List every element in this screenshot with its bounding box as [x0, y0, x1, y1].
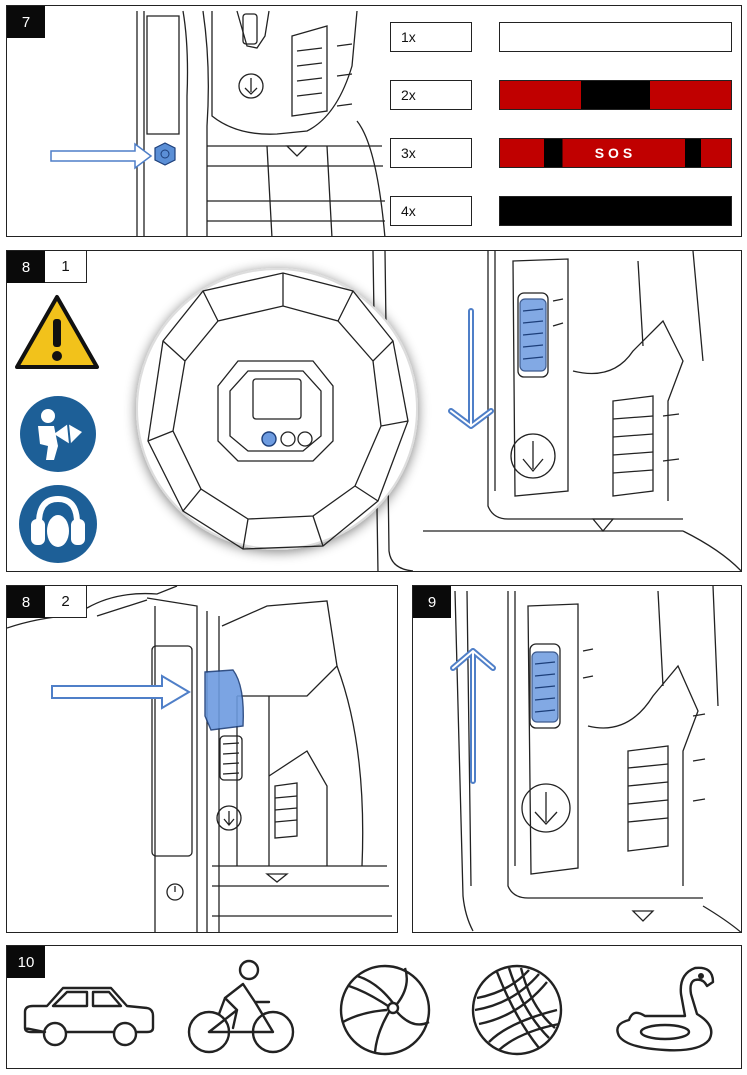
beach-ball-icon [339, 964, 431, 1056]
mode-count-2: 2x [390, 80, 472, 110]
light-pattern-off [499, 196, 732, 226]
battery-highlight [204, 669, 244, 731]
device-side-illustration [50, 10, 386, 236]
mode-count-3: 3x [390, 138, 472, 168]
sub-step-number: 2 [45, 586, 87, 618]
light-pattern-flash [499, 80, 732, 110]
panel-step-8-2: 8 2 [6, 585, 398, 933]
step-number: 10 [7, 946, 45, 978]
ear-protection-icon [19, 485, 97, 563]
mode-count-4: 4x [390, 196, 472, 226]
cyclist-icon [187, 959, 295, 1054]
read-manual-icon [20, 396, 96, 472]
sos-label: SOS [594, 145, 637, 161]
push-arrow [51, 674, 191, 710]
device-detail-illustration [136, 251, 741, 571]
car-icon [23, 986, 155, 1047]
swan-float-icon [616, 966, 715, 1052]
step-number: 9 [413, 586, 451, 618]
sub-step-number: 1 [45, 251, 87, 283]
warning-icon [15, 295, 99, 369]
device-battery-illustration [7, 586, 392, 932]
step-number: 8 [7, 586, 45, 618]
volleyball-icon [471, 964, 563, 1056]
panel-step-10: 10 [6, 945, 742, 1069]
pointer-arrow [50, 142, 153, 170]
step-number: 7 [7, 6, 45, 38]
panel-step-9: 9 [412, 585, 742, 933]
step-number: 8 [7, 251, 45, 283]
light-pattern-steady [499, 22, 732, 52]
device-switch-illustration [450, 586, 741, 932]
panel-step-7: 7 1x 2x 3x SOS 4x [6, 5, 742, 237]
light-pattern-sos: SOS [499, 138, 732, 168]
panel-step-8-1: 8 1 [6, 250, 742, 572]
mode-count-1: 1x [390, 22, 472, 52]
mode-button-highlight [261, 431, 277, 447]
mode-button-highlight [154, 142, 176, 166]
